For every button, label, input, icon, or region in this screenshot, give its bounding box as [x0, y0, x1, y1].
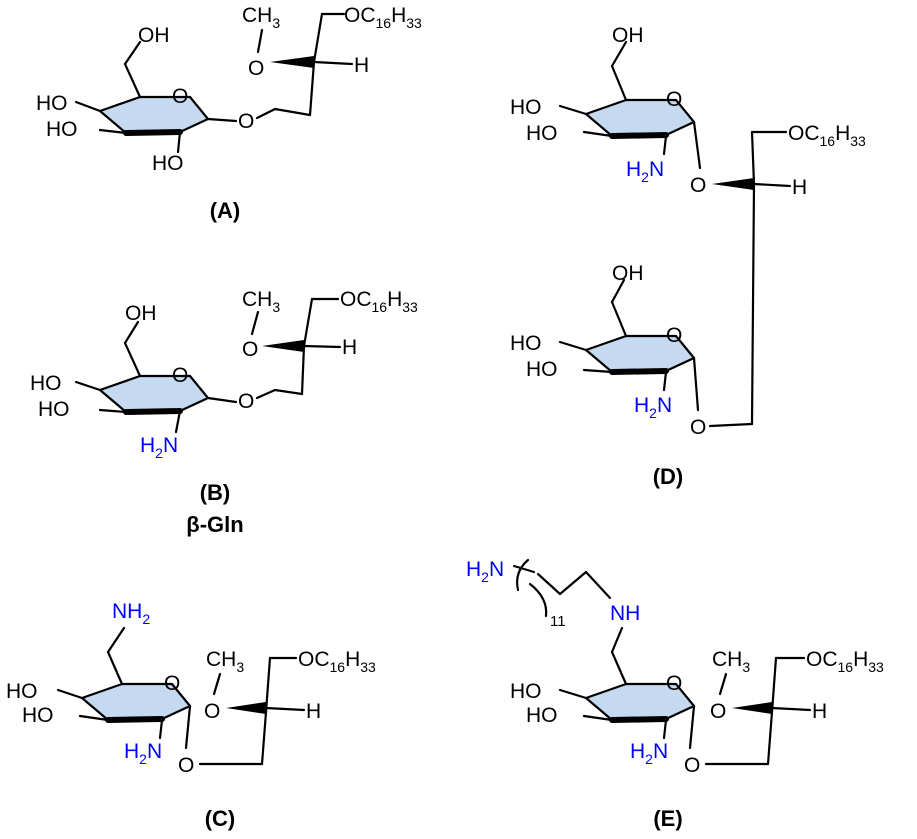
chain-bracket: [516, 558, 562, 618]
atom-label-o: O: [710, 700, 726, 723]
compound-c: O NH2 HO HO H2N O OC16H33 CH3 O H (C): [6, 600, 376, 831]
compound-a-sugar: [100, 97, 208, 133]
atom-label-h2n: H2N: [140, 434, 178, 461]
atom-label-ho: HO: [46, 118, 78, 141]
caption-b: (B): [200, 480, 231, 505]
atom-label-ho: HO: [152, 152, 184, 175]
caption-c: (C): [205, 806, 236, 831]
atom-label-o: O: [178, 754, 194, 777]
atom-label-o: O: [242, 338, 258, 361]
atom-label-ho: HO: [22, 704, 54, 727]
atom-label-ho: HO: [510, 96, 542, 119]
atom-label-oc16h33: OC16H33: [340, 288, 418, 315]
compound-b-sugar: [100, 376, 208, 412]
atom-label-nh: NH: [610, 602, 640, 625]
atom-label-ho: HO: [526, 704, 558, 727]
atom-label-h: H: [354, 54, 369, 77]
compound-a: O OH HO HO HO O OC16H33 CH3 O H (A): [36, 4, 422, 223]
atom-label-och3: CH3: [242, 4, 280, 31]
atom-label-oh: OH: [612, 24, 644, 47]
atom-label-o: O: [238, 110, 254, 133]
atom-label-ho: HO: [510, 332, 542, 355]
atom-label-oh: OH: [138, 24, 170, 47]
atom-label-ho: HO: [36, 92, 68, 115]
atom-label-o: O: [238, 390, 254, 413]
atom-label-oc16h33: OC16H33: [298, 648, 376, 675]
repeat-count: 11: [550, 613, 566, 630]
atom-label-h2n: H2N: [634, 394, 672, 421]
atom-label-och3: CH3: [206, 648, 244, 675]
caption-a: (A): [210, 198, 241, 223]
atom-label-och3: CH3: [242, 288, 280, 315]
atom-label-o: O: [684, 754, 700, 777]
atom-label-o: O: [204, 700, 220, 723]
compound-d: O OH HO HO H2N O H OC16H33 O OH HO HO H2…: [510, 24, 866, 489]
atom-label-h: H: [792, 176, 807, 199]
atom-label-h2n: H2N: [630, 740, 668, 767]
caption-e: (E): [653, 806, 682, 831]
atom-label-o: O: [666, 672, 682, 695]
atom-label-ho: HO: [526, 358, 558, 381]
atom-label-ho: HO: [30, 372, 62, 395]
atom-label-oc16h33: OC16H33: [788, 122, 866, 149]
atom-label-h2n: H2N: [466, 558, 504, 585]
compound-e: O NH 11 H2N HO HO H2N O OC16H33 CH3 O H …: [466, 558, 884, 831]
atom-label-oh: OH: [612, 262, 644, 285]
atom-label-o: O: [172, 85, 188, 108]
atom-label-h: H: [342, 336, 357, 359]
atom-label-oh: OH: [125, 302, 157, 325]
atom-label-nh2: NH2: [112, 600, 150, 627]
atom-label-o: O: [666, 324, 682, 347]
subcaption-b: β-Gln: [186, 512, 243, 537]
atom-label-ho: HO: [6, 680, 38, 703]
atom-label-och3: CH3: [712, 648, 750, 675]
atom-label-h2n: H2N: [626, 158, 664, 185]
atom-label-h: H: [812, 700, 827, 723]
atom-label-oc16h33: OC16H33: [806, 648, 884, 675]
atom-label-o: O: [690, 416, 706, 439]
atom-label-o: O: [690, 174, 706, 197]
atom-label-ho: HO: [38, 398, 70, 421]
caption-d: (D): [653, 464, 684, 489]
atom-label-oc16h33: OC16H33: [344, 4, 422, 31]
atom-label-ho: HO: [510, 680, 542, 703]
atom-label-o: O: [164, 672, 180, 695]
compound-b: O OH HO HO H2N O OC16H33 CH3 O H (B) β-G…: [30, 288, 418, 537]
atom-label-o: O: [666, 88, 682, 111]
atom-label-o: O: [172, 364, 188, 387]
atom-label-ho: HO: [526, 122, 558, 145]
atom-label-o: O: [248, 57, 264, 80]
atom-label-h2n: H2N: [124, 740, 162, 767]
atom-label-h: H: [306, 700, 321, 723]
